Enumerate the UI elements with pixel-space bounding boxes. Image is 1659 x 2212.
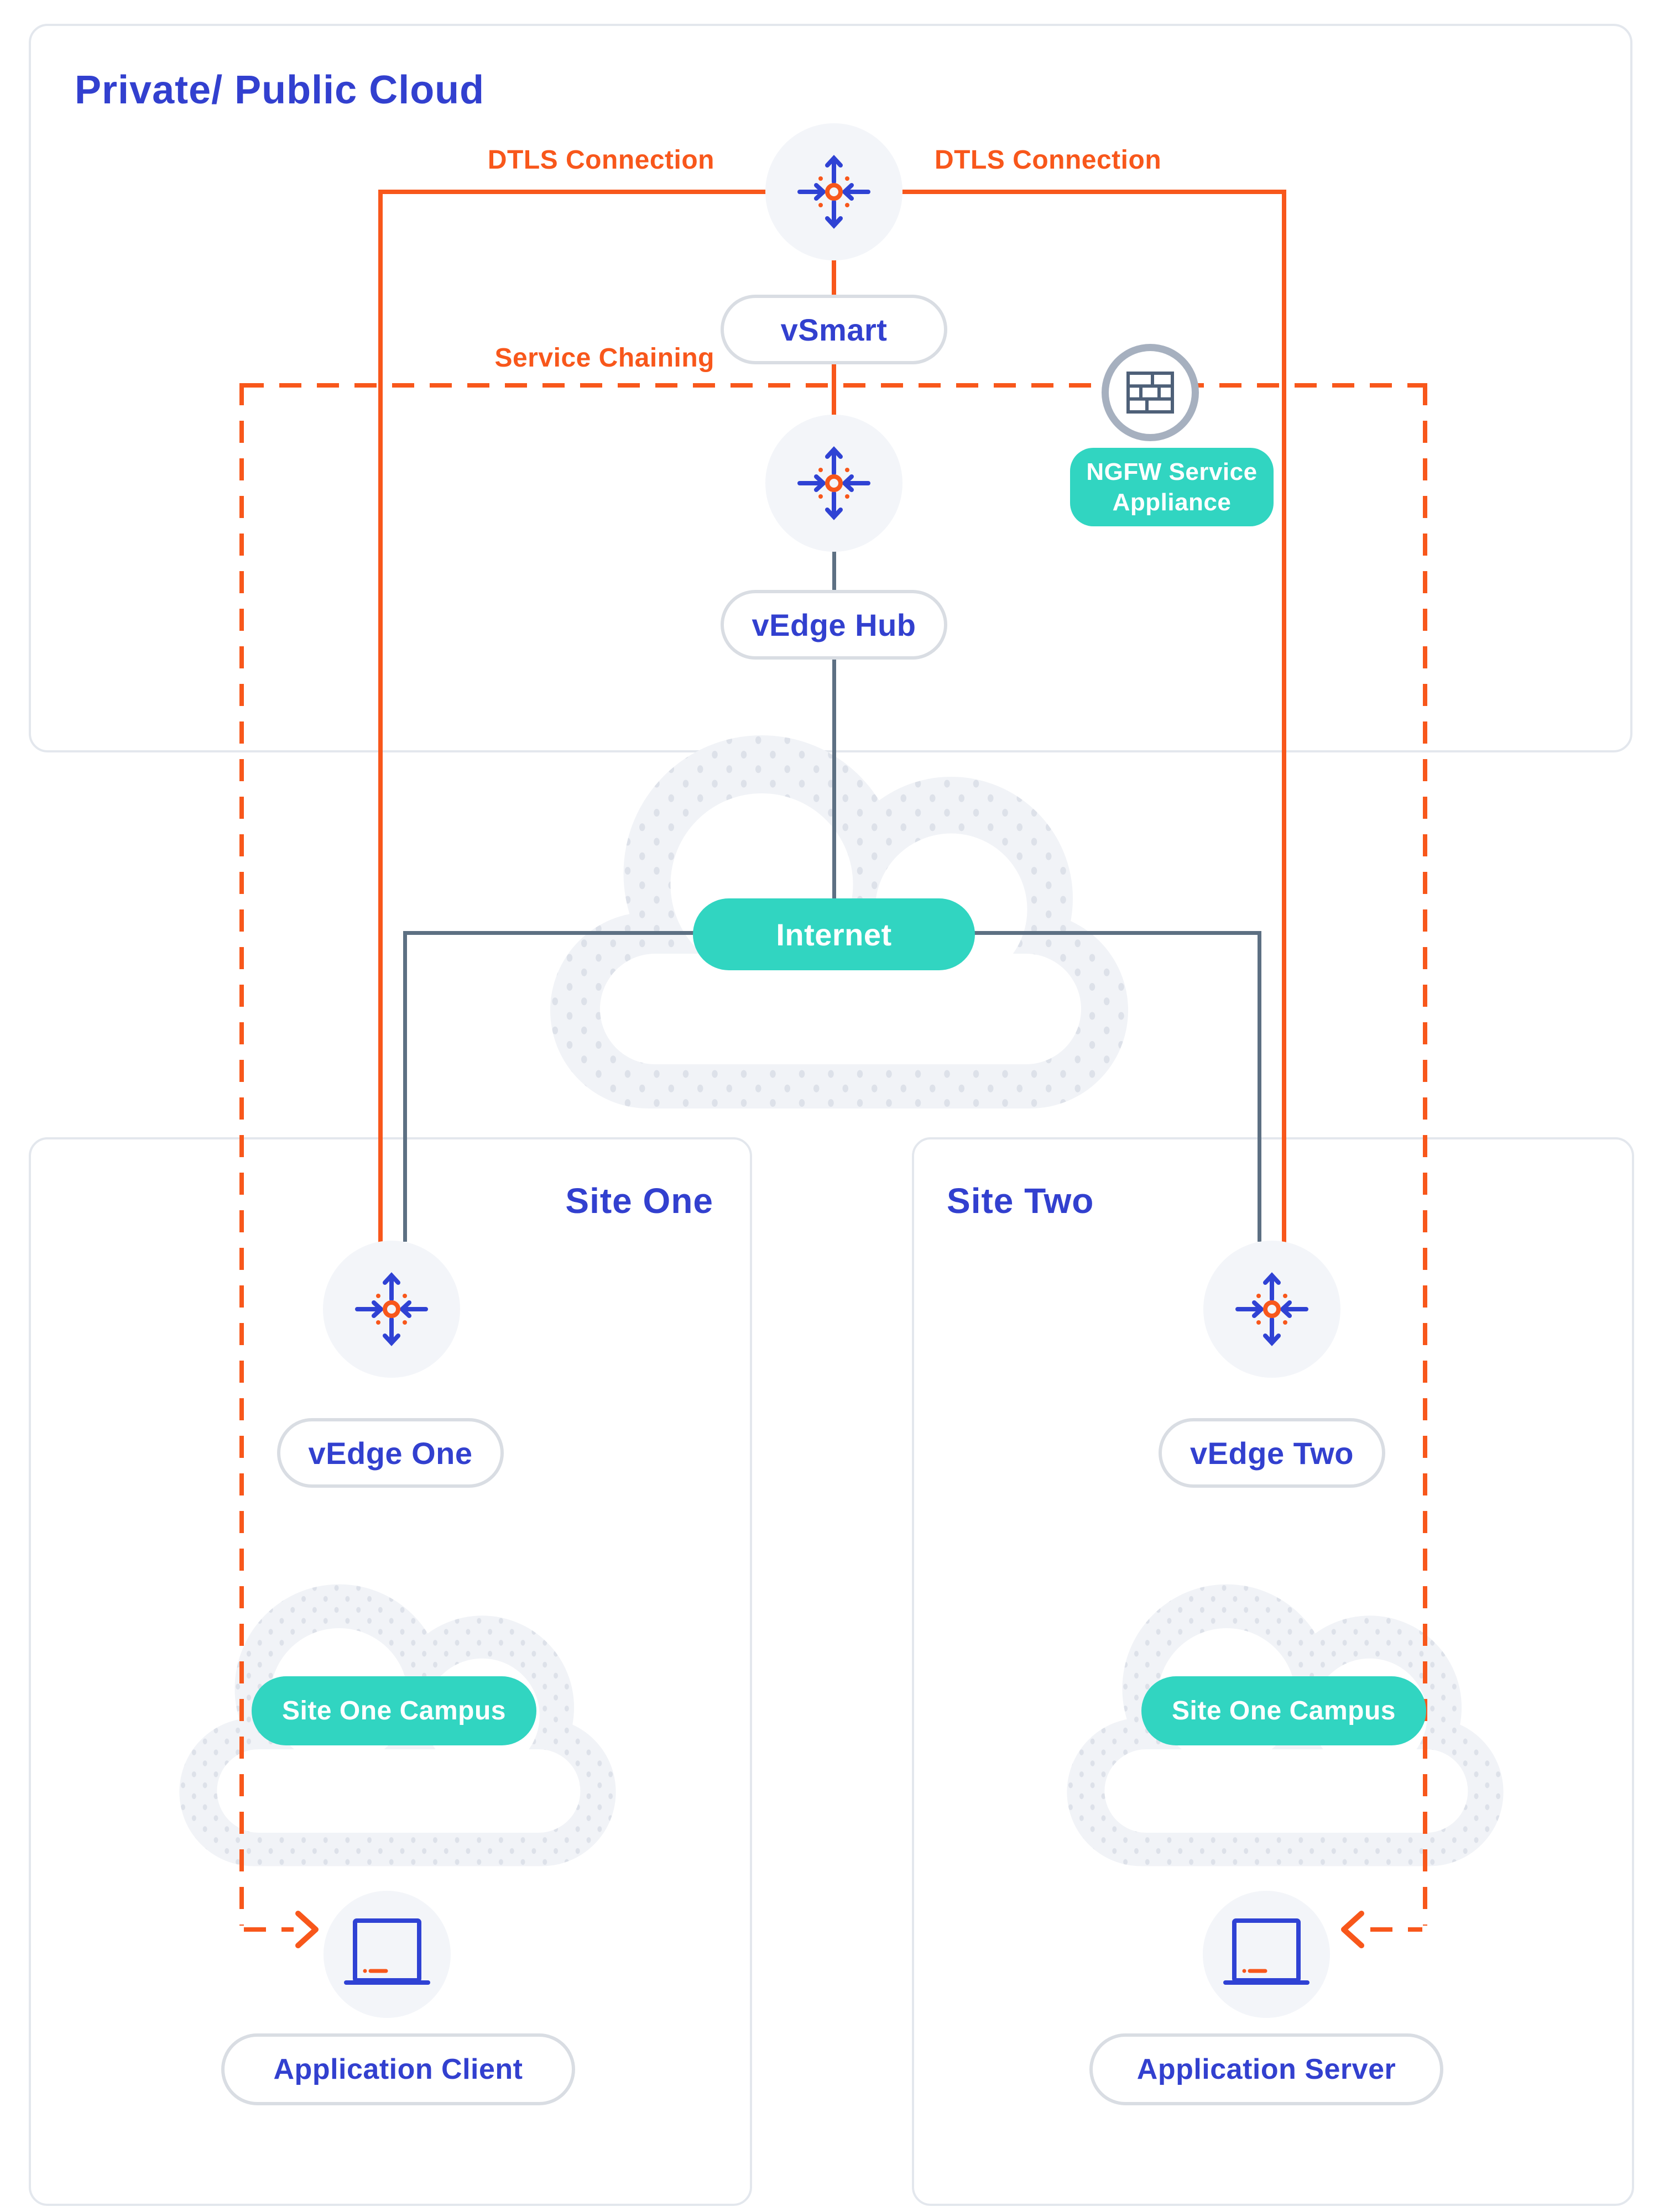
internet-to-siteone-vertical <box>403 931 407 1242</box>
vedge-one-pill: vEdge One <box>277 1418 504 1488</box>
dtls-line-left-vertical <box>378 190 383 1243</box>
arrow-right-icon <box>295 1911 319 1948</box>
ngfw-label-line2: Appliance <box>1112 489 1232 516</box>
application-server-label: Application Server <box>1136 2053 1396 2085</box>
vsmart-pill: vSmart <box>721 295 947 364</box>
vedge-two-label: vEdge Two <box>1190 1435 1354 1471</box>
dashed-arrow-left-segment <box>244 1927 294 1932</box>
internet-label: Internet <box>776 917 892 952</box>
firewall-icon <box>1126 372 1174 414</box>
internet-to-siteone-horizontal <box>403 931 696 935</box>
arrow-left-icon <box>1341 1911 1364 1948</box>
site-two-campus-label: Site One Campus <box>1172 1696 1396 1725</box>
internet-to-sitetwo-vertical <box>1258 931 1261 1242</box>
application-server-node <box>1203 1891 1330 2018</box>
internet-to-sitetwo-horizontal <box>972 931 1261 935</box>
firewall-ring <box>1102 344 1199 441</box>
application-server-pill: Application Server <box>1089 2033 1443 2105</box>
dtls-connection-label-left: DTLS Connection <box>487 145 714 175</box>
service-chaining-label: Service Chaining <box>494 343 714 373</box>
vedgehub-to-internet-line <box>832 658 836 902</box>
dtls-line-right-vertical <box>1282 190 1286 1243</box>
dashed-arrow-right-segment <box>1370 1927 1422 1932</box>
service-chaining-dashed-right <box>1423 383 1427 1926</box>
service-chaining-dashed-left <box>239 383 244 1926</box>
application-client-label: Application Client <box>273 2053 523 2085</box>
vsmart-router-node <box>765 123 902 260</box>
dtls-connection-label-right: DTLS Connection <box>935 145 1162 175</box>
application-client-node <box>324 1891 451 2018</box>
router-icon <box>797 446 870 520</box>
service-chaining-dashed-top <box>242 383 1425 388</box>
vedge-two-pill: vEdge Two <box>1159 1418 1385 1488</box>
vedge-one-label: vEdge One <box>308 1435 473 1471</box>
vsmart-label: vSmart <box>780 312 888 347</box>
laptop-icon <box>1223 1918 1310 1985</box>
router-icon <box>355 1272 428 1346</box>
page-title: Private/ Public Cloud <box>75 68 485 112</box>
vedge-hub-pill: vEdge Hub <box>721 590 947 660</box>
ngfw-service-appliance-pill: NGFW Service Appliance <box>1070 448 1274 526</box>
site-two-campus-pill: Site One Campus <box>1141 1676 1426 1745</box>
site-one-title: Site One <box>565 1181 713 1221</box>
vedge-hub-router-node <box>765 415 902 552</box>
internet-cloud <box>550 735 1128 1108</box>
router-icon <box>797 155 870 229</box>
dtls-line-right-horizontal <box>901 190 1286 194</box>
router-to-vsmart-line <box>832 259 836 298</box>
application-client-pill: Application Client <box>221 2033 575 2105</box>
vedge-two-router-node <box>1203 1241 1340 1378</box>
site-two-title: Site Two <box>947 1181 1094 1221</box>
site-one-campus-label: Site One Campus <box>282 1696 506 1725</box>
internet-pill: Internet <box>693 898 975 970</box>
site-one-campus-pill: Site One Campus <box>252 1676 536 1745</box>
vedge-hub-label: vEdge Hub <box>752 607 916 642</box>
router-to-vedgehub-line <box>832 551 836 593</box>
laptop-icon <box>344 1918 430 1985</box>
dtls-line-left-horizontal <box>378 190 768 194</box>
ngfw-label-line1: NGFW Service <box>1086 458 1258 485</box>
vsmart-to-router-line <box>832 362 836 417</box>
router-icon <box>1235 1272 1308 1346</box>
vedge-one-router-node <box>323 1241 460 1378</box>
